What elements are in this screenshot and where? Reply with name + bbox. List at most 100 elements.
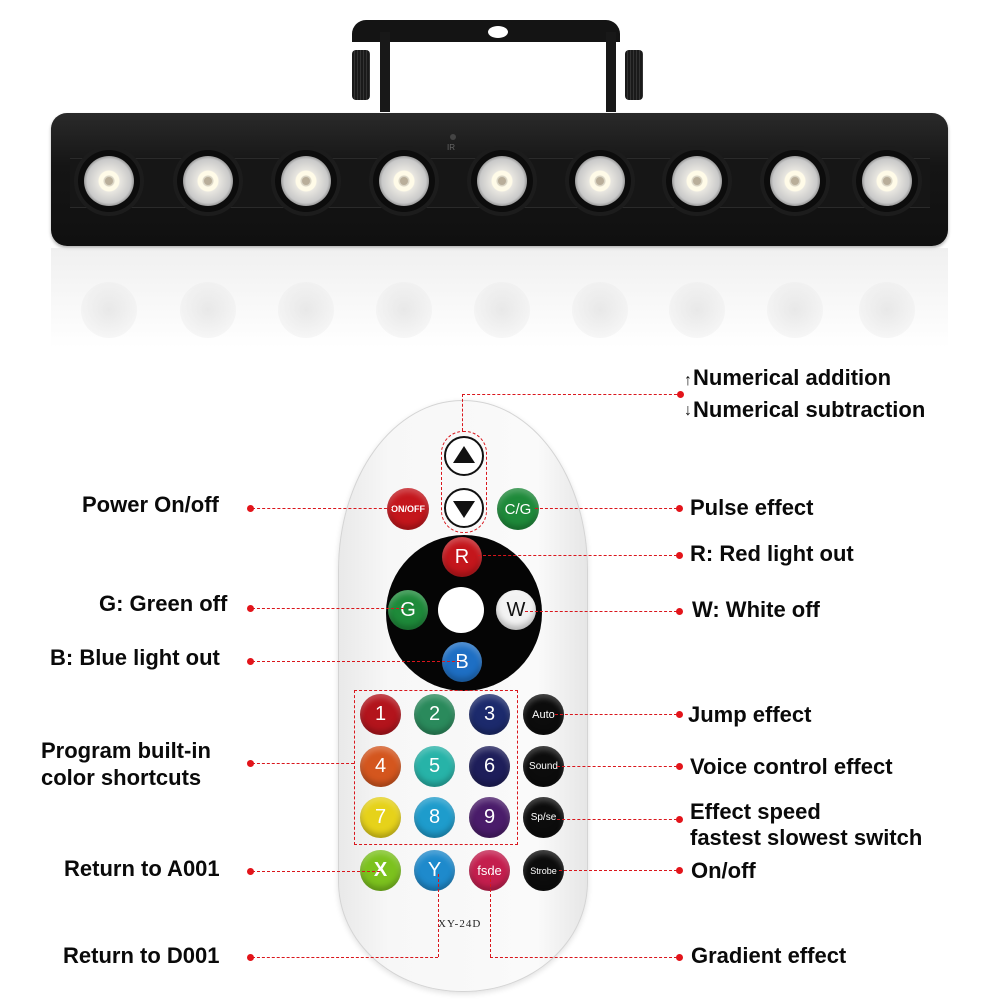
reflection-led bbox=[278, 282, 334, 338]
leader-strobe bbox=[559, 870, 677, 871]
leader-dot bbox=[676, 816, 683, 823]
label-power: Power On/off bbox=[82, 492, 219, 517]
cg-label: C/G bbox=[504, 500, 532, 518]
y-button[interactable]: Y bbox=[414, 850, 455, 891]
label-strobe-onoff: On/off bbox=[691, 858, 756, 883]
number-label: 8 bbox=[428, 806, 441, 828]
auto-button[interactable]: Auto bbox=[523, 694, 564, 735]
cg-button[interactable]: C/G bbox=[497, 488, 539, 530]
number-button-6[interactable]: 6 bbox=[469, 746, 510, 787]
leader-dot bbox=[676, 505, 683, 512]
number-pad-outline bbox=[354, 690, 518, 845]
label-white: W: White off bbox=[692, 597, 820, 622]
reflection-led bbox=[669, 282, 725, 338]
leader-dot bbox=[676, 867, 683, 874]
leader-dot bbox=[677, 391, 684, 398]
number-label: 6 bbox=[483, 755, 496, 777]
blue-button[interactable]: B bbox=[442, 642, 482, 682]
fsde-button[interactable]: fsde bbox=[469, 850, 510, 891]
triangle-up-icon bbox=[453, 446, 475, 463]
down-button[interactable] bbox=[444, 488, 484, 528]
strobe-label: Strobe bbox=[530, 865, 557, 876]
on-off-button[interactable]: ON/OFF bbox=[387, 488, 429, 530]
number-button-3[interactable]: 3 bbox=[469, 694, 510, 735]
white-button[interactable]: W bbox=[496, 590, 536, 630]
label-speed-line2: fastest slowest switch bbox=[690, 825, 923, 850]
number-label: 1 bbox=[374, 703, 387, 725]
leader-blue bbox=[252, 661, 460, 662]
fsde-label: fsde bbox=[477, 863, 502, 878]
led-1 bbox=[78, 150, 140, 212]
ir-label: IR bbox=[447, 143, 455, 152]
label-numerical-subtraction: Numerical subtraction bbox=[693, 397, 926, 422]
leader-speed bbox=[557, 819, 677, 820]
leader-dot bbox=[247, 760, 254, 767]
reflection-led bbox=[767, 282, 823, 338]
x-label: X bbox=[373, 859, 388, 881]
strobe-button[interactable]: Strobe bbox=[523, 850, 564, 891]
label-blue: B: Blue light out bbox=[50, 645, 220, 670]
number-button-8[interactable]: 8 bbox=[414, 797, 455, 838]
label-program-line1: Program built-in bbox=[41, 738, 211, 763]
led-9 bbox=[856, 150, 918, 212]
reflection-led bbox=[859, 282, 915, 338]
bracket-arm-left bbox=[380, 32, 390, 112]
auto-label: Auto bbox=[532, 708, 555, 721]
label-green: G: Green off bbox=[99, 591, 228, 616]
number-button-1[interactable]: 1 bbox=[360, 694, 401, 735]
label-gradient: Gradient effect bbox=[691, 943, 847, 968]
leader-dot bbox=[676, 552, 683, 559]
color-wheel-center bbox=[438, 587, 484, 633]
up-button[interactable] bbox=[444, 436, 484, 476]
number-button-7[interactable]: 7 bbox=[360, 797, 401, 838]
number-label: 5 bbox=[428, 755, 441, 777]
led-8 bbox=[764, 150, 826, 212]
leader-jump bbox=[555, 714, 677, 715]
leader-red bbox=[478, 555, 677, 556]
label-speed-line1: Effect speed bbox=[690, 799, 821, 824]
x-button[interactable]: X bbox=[360, 850, 401, 891]
leader-dot bbox=[676, 711, 683, 718]
red-button[interactable]: R bbox=[442, 537, 482, 577]
label-return-a: Return to A001 bbox=[64, 856, 220, 881]
number-button-9[interactable]: 9 bbox=[469, 797, 510, 838]
label-jump: Jump effect bbox=[688, 702, 812, 727]
knob-right-icon bbox=[625, 50, 643, 100]
blue-label: B bbox=[455, 650, 469, 673]
leader-updown-vertical bbox=[462, 394, 463, 431]
label-voice: Voice control effect bbox=[690, 754, 893, 779]
led-6 bbox=[569, 150, 631, 212]
leader-dot bbox=[247, 658, 254, 665]
leader-program bbox=[252, 763, 354, 764]
leader-green bbox=[252, 608, 404, 609]
green-button[interactable]: G bbox=[388, 590, 428, 630]
leader-return-a bbox=[252, 871, 380, 872]
leader-white bbox=[525, 611, 677, 612]
led-2 bbox=[177, 150, 239, 212]
leader-dot bbox=[247, 868, 254, 875]
number-label: 2 bbox=[428, 703, 441, 725]
on-off-label: ON/OFF bbox=[391, 504, 425, 514]
label-pulse: Pulse effect bbox=[690, 495, 814, 520]
white-label: W bbox=[506, 598, 526, 621]
leader-return-d-vertical bbox=[438, 874, 439, 957]
number-button-4[interactable]: 4 bbox=[360, 746, 401, 787]
number-label: 7 bbox=[374, 806, 387, 828]
ir-sensor-icon bbox=[450, 134, 456, 140]
leader-dot bbox=[676, 608, 683, 615]
speed-button[interactable]: Sp/se bbox=[523, 797, 564, 838]
reflection-led bbox=[474, 282, 530, 338]
leader-dot bbox=[247, 954, 254, 961]
leader-dot bbox=[247, 605, 254, 612]
reflection-led bbox=[81, 282, 137, 338]
reflection-led bbox=[180, 282, 236, 338]
bracket-arm-right bbox=[606, 32, 616, 112]
leader-dot bbox=[676, 954, 683, 961]
leader-power bbox=[252, 508, 392, 509]
leader-voice bbox=[557, 766, 677, 767]
led-5 bbox=[471, 150, 533, 212]
mounting-bracket bbox=[352, 20, 620, 42]
number-button-2[interactable]: 2 bbox=[414, 694, 455, 735]
leader-gradient-vertical bbox=[490, 874, 491, 957]
number-button-5[interactable]: 5 bbox=[414, 746, 455, 787]
